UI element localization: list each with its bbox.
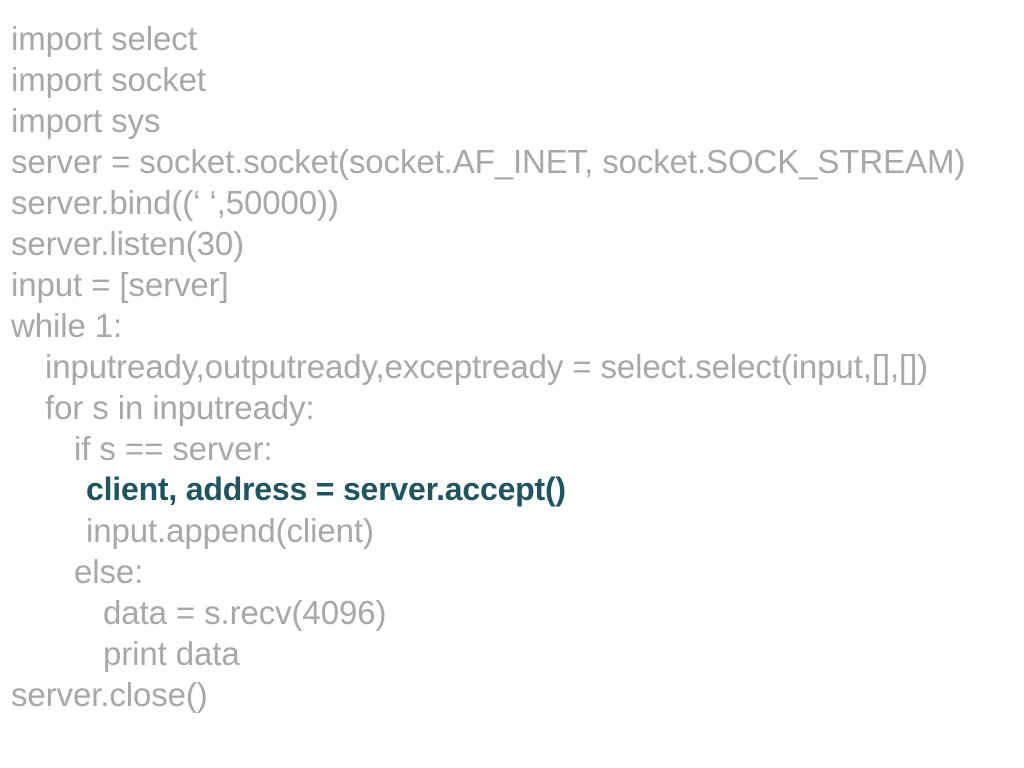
code-line: for s in inputready: [45,389,315,426]
code-line: server.bind((‘ ‘,50000)) [11,184,339,221]
code-line: server = socket.socket(socket.AF_INET, s… [11,143,966,180]
code-line: server.close() [11,676,208,713]
code-line: import sys [11,102,161,139]
code-line: data = s.recv(4096) [103,594,387,631]
code-line: if s == server: [74,430,273,467]
code-line: inputready,outputready,exceptready = sel… [45,348,929,385]
code-line: input = [server] [11,266,229,303]
code-line: import socket [11,61,206,98]
code-listing: import select import socket import sys serv… [0,18,1024,715]
code-line: else: [74,553,144,590]
code-line: print data [103,635,240,672]
code-line-highlighted: client, address = server.accept() [86,471,566,507]
code-line: import select [11,20,197,57]
code-line: while 1: [11,307,123,344]
code-line: server.listen(30) [11,225,245,262]
code-line: input.append(client) [86,512,374,549]
